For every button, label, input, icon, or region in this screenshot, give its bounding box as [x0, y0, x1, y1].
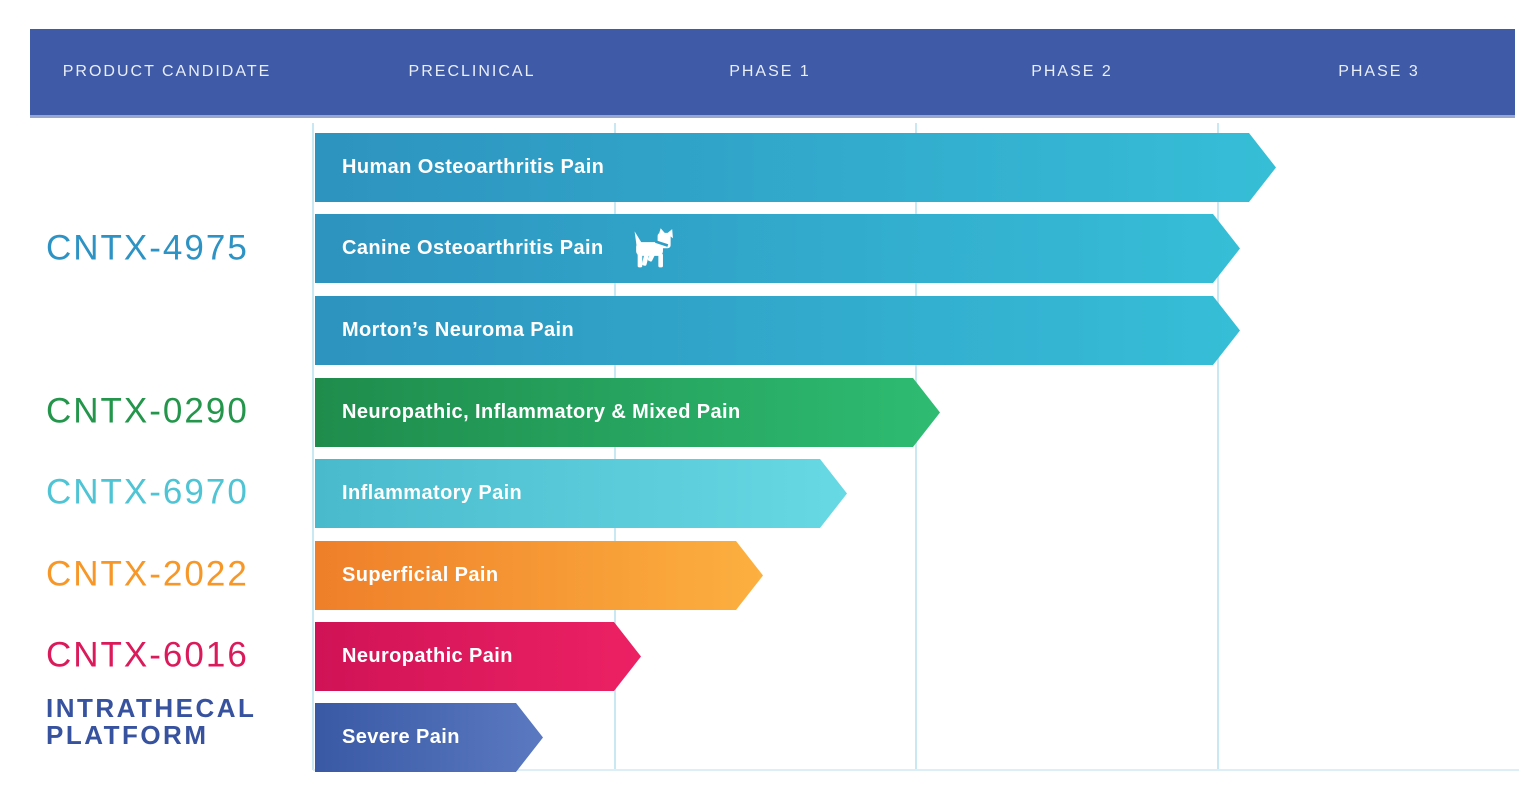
pipeline-bar-label: Severe Pain — [342, 726, 460, 748]
header-col-phase-1: PHASE 1 — [729, 63, 811, 80]
candidate-label-cntx-6970: CNTX-6970 — [46, 472, 249, 512]
pipeline-bar-label: Neuropathic, Inflammatory & Mixed Pain — [342, 401, 741, 423]
candidate-label-line: CNTX-4975 — [46, 228, 249, 268]
candidate-label-line: CNTX-6970 — [46, 472, 249, 512]
header-col-phase-2: PHASE 2 — [1031, 63, 1113, 80]
candidate-label-cntx-0290: CNTX-0290 — [46, 391, 249, 431]
pipeline-bar-label: Neuropathic Pain — [342, 645, 513, 667]
candidate-label-line: INTRATHECAL — [46, 693, 257, 723]
candidate-label-cntx-6016: CNTX-6016 — [46, 635, 249, 675]
candidate-label-cntx-4975: CNTX-4975 — [46, 228, 249, 268]
dog-collar — [655, 240, 668, 247]
header-bar: PRODUCT CANDIDATE PRECLINICAL PHASE 1 PHASE… — [30, 29, 1515, 118]
candidate-label-line: CNTX-2022 — [46, 554, 249, 594]
header-col-phase-3: PHASE 3 — [1338, 63, 1420, 80]
candidate-label-cntx-2022: CNTX-2022 — [46, 554, 249, 594]
header-col-preclinical: PRECLINICAL — [408, 63, 536, 80]
candidate-label-line: PLATFORM — [46, 720, 209, 750]
pipeline-bar-canine-osteoarthritis-pain: Canine Osteoarthritis Pain — [315, 214, 1240, 283]
pipeline-bar-label: Morton’s Neuroma Pain — [342, 319, 575, 341]
pipeline-bar-label: Canine Osteoarthritis Pain — [342, 237, 604, 259]
chart-bottom-line — [313, 769, 1519, 771]
candidate-label-line: CNTX-6016 — [46, 635, 249, 675]
phase-gridline-2 — [915, 123, 917, 770]
phase-gridline-0 — [312, 123, 314, 770]
pipeline-bar-label: Superficial Pain — [342, 564, 499, 586]
candidate-label-line: CNTX-0290 — [46, 391, 249, 431]
pipeline-bar-inflammatory-pain: Inflammatory Pain — [315, 459, 847, 528]
pipeline-bar-severe-pain: Severe Pain — [315, 703, 543, 772]
header-col-product-candidate: PRODUCT CANDIDATE — [62, 63, 272, 80]
pipeline-bar-label: Inflammatory Pain — [342, 482, 523, 504]
pipeline-bar-morton-s-neuroma-pain: Morton’s Neuroma Pain — [315, 296, 1240, 365]
pipeline-bar-superficial-pain: Superficial Pain — [315, 541, 763, 610]
pipeline-bar-label: Human Osteoarthritis Pain — [342, 156, 605, 178]
dog-icon — [630, 225, 676, 273]
pipeline-bar-human-osteoarthritis-pain: Human Osteoarthritis Pain — [315, 133, 1276, 202]
pipeline-bar-neuropathic-inflammatory-mixed-pain: Neuropathic, Inflammatory & Mixed Pain — [315, 378, 940, 447]
pipeline-bar-neuropathic-pain: Neuropathic Pain — [315, 622, 641, 691]
phase-gridline-3 — [1217, 123, 1219, 770]
